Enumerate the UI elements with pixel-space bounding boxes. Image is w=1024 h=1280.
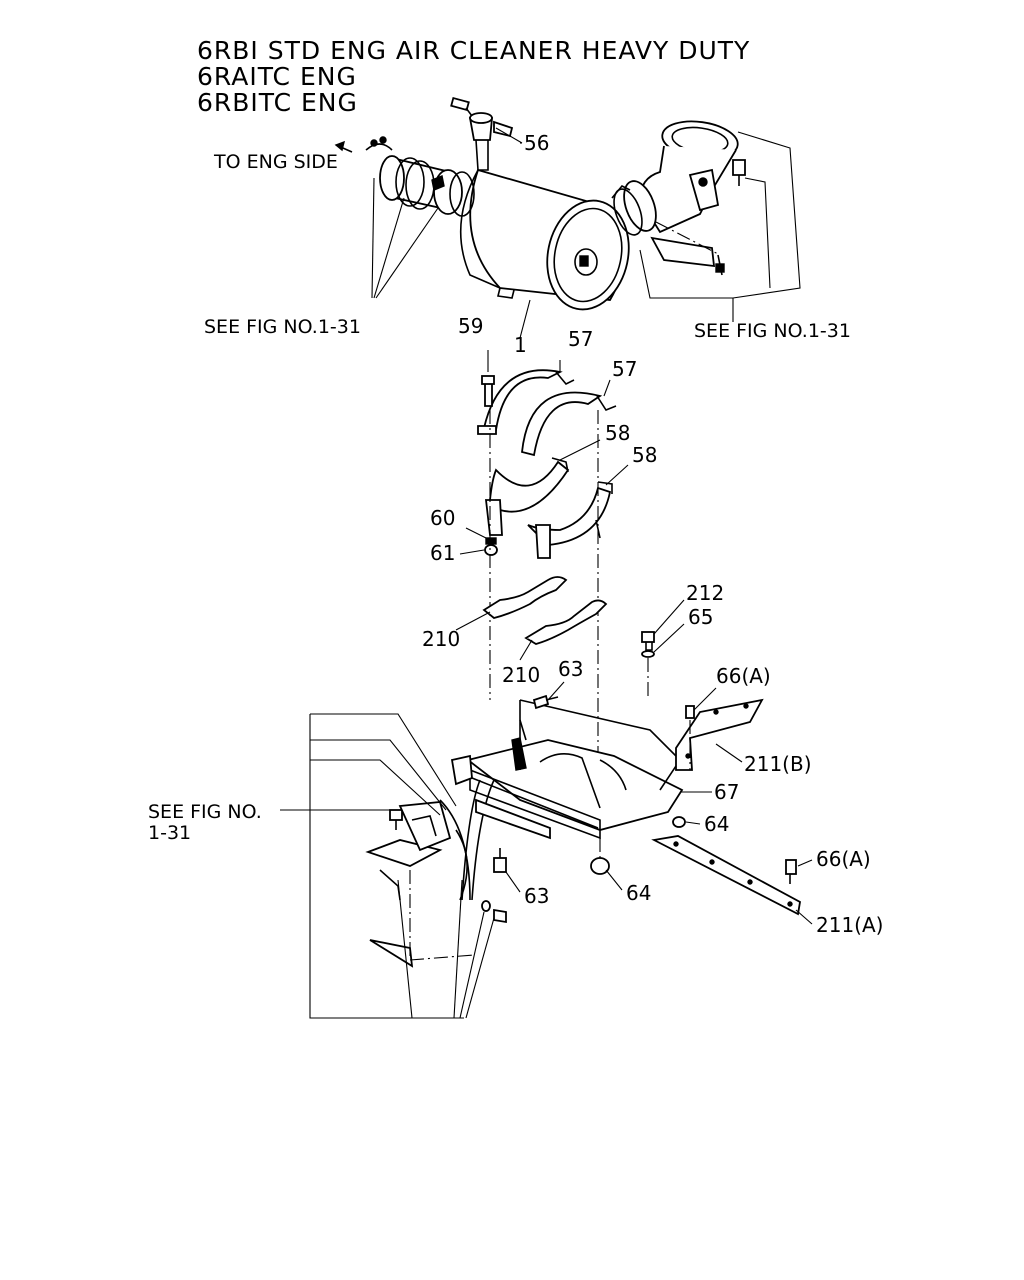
mounting-straps xyxy=(477,369,617,770)
note-to-eng-side: TO ENG SIDE xyxy=(213,151,338,173)
callout-58-b: 58 xyxy=(632,443,657,467)
note-see-fig-right: SEE FIG NO.1-31 xyxy=(694,320,851,342)
callout-210-a: 210 xyxy=(422,627,460,651)
callout-212: 212 xyxy=(686,581,724,605)
note-see-fig-bottom-line2: 1-31 xyxy=(148,822,191,844)
title-line-3: 6RBITC ENG xyxy=(197,88,358,117)
leaders-bottom xyxy=(280,713,495,1019)
callout-63-a: 63 xyxy=(558,657,583,681)
callout-64-b: 64 xyxy=(626,881,651,905)
callout-67: 67 xyxy=(714,780,739,804)
inlet-elbow-right xyxy=(611,120,746,276)
title-line-1: 6RBI STD ENG AIR CLEANER HEAVY DUTY xyxy=(197,36,751,65)
note-see-fig-bottom-line1: SEE FIG NO. xyxy=(148,801,262,823)
callout-65: 65 xyxy=(688,605,713,629)
callout-61: 61 xyxy=(430,541,455,565)
rubber-pads-210 xyxy=(482,576,608,645)
callout-60: 60 xyxy=(430,506,455,530)
outlet-tube-left xyxy=(334,136,475,217)
callout-57-b: 57 xyxy=(612,357,637,381)
title-line-2: 6RAITC ENG xyxy=(197,62,357,91)
note-see-fig-left: SEE FIG NO.1-31 xyxy=(204,316,361,338)
callout-56: 56 xyxy=(524,131,549,155)
callout-211b: 211(B) xyxy=(744,752,812,776)
plate-211a xyxy=(651,835,801,916)
callout-leaders xyxy=(455,350,813,925)
callout-66a-upper: 66(A) xyxy=(716,664,771,688)
callout-1: 1 xyxy=(514,333,527,357)
callout-58-a: 58 xyxy=(605,421,630,445)
callout-57-a: 57 xyxy=(568,327,593,351)
callout-66a-lower: 66(A) xyxy=(816,847,871,871)
callout-64-a: 64 xyxy=(704,812,729,836)
fasteners xyxy=(389,631,797,924)
callout-211a: 211(A) xyxy=(816,913,883,937)
callout-63-b: 63 xyxy=(524,884,549,908)
lower-support-bracket xyxy=(365,799,475,968)
callout-210-b: 210 xyxy=(502,663,540,687)
callout-59: 59 xyxy=(458,314,483,338)
air-cleaner-body xyxy=(459,168,630,311)
vacuum-indicator-56 xyxy=(450,96,523,171)
base-bracket xyxy=(450,699,684,901)
leaders-top xyxy=(371,131,801,339)
